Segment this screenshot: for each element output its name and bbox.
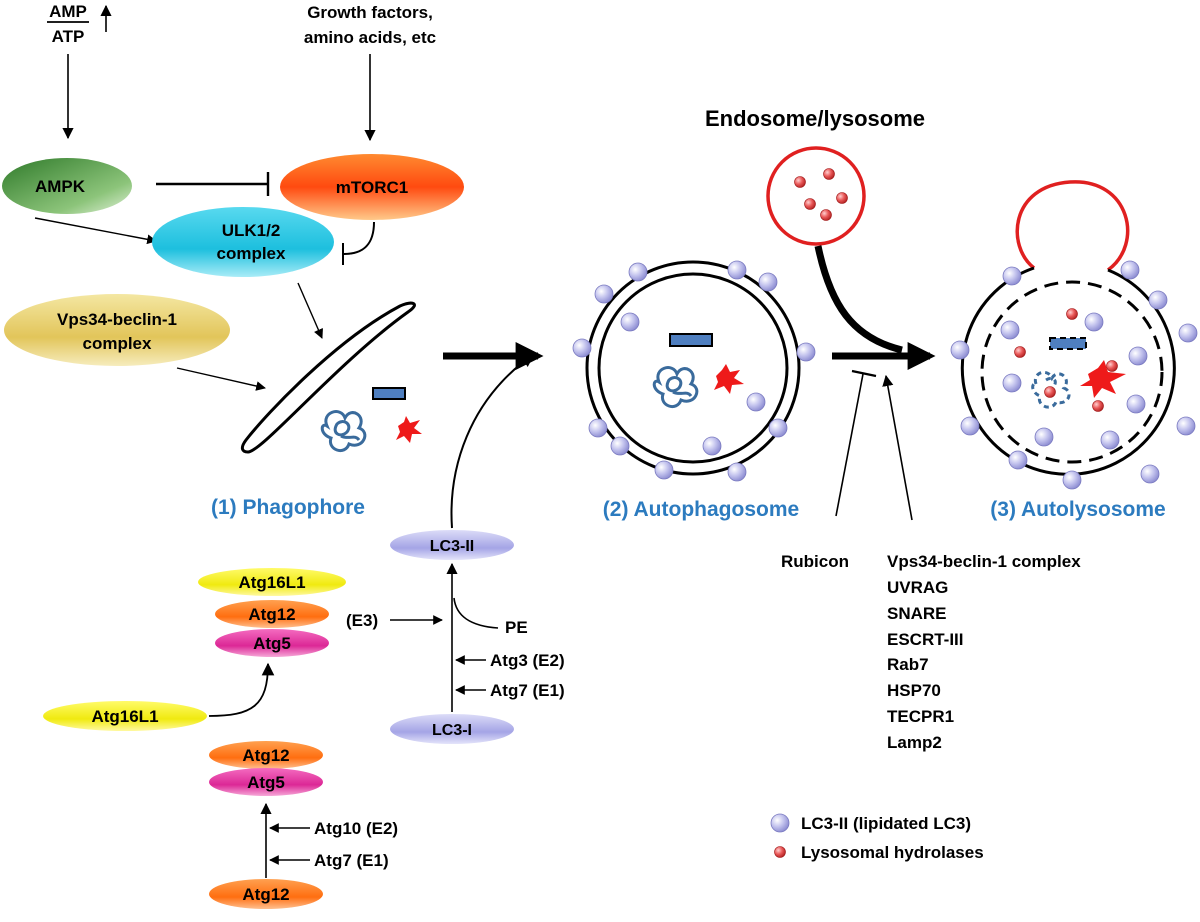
autolysosome-damaged-organelle-icon bbox=[1080, 360, 1126, 398]
autolysosome-stage-label: (3) Autolysosome bbox=[990, 498, 1165, 521]
pe-conjugation-line bbox=[453, 597, 499, 629]
autolysosome-degrading-aggregate-icon bbox=[1031, 370, 1071, 409]
legend-hydrolases-label: Lysosomal hydrolases bbox=[801, 843, 984, 862]
rubicon-inhibition-line bbox=[835, 373, 864, 517]
endosome-lysosome-vesicle bbox=[766, 146, 866, 246]
vps34-to-phagophore-arrow bbox=[176, 367, 266, 391]
mtorc1-node bbox=[280, 154, 464, 220]
atg7-lc3-label: Atg7 (E1) bbox=[490, 681, 565, 700]
legend-lc3-ii-label: LC3-II (lipidated LC3) bbox=[801, 814, 971, 833]
atg16l1-complex-node bbox=[198, 568, 346, 596]
atg3-label: Atg3 (E2) bbox=[490, 651, 565, 670]
promoter-item: ESCRT-III bbox=[887, 630, 964, 649]
promoter-item: Lamp2 bbox=[887, 733, 942, 752]
autolysosome-lc3-beads bbox=[950, 260, 1198, 490]
promoter-item: TECPR1 bbox=[887, 707, 954, 726]
autophagosome-cargo-bar bbox=[669, 333, 713, 347]
ampk-node bbox=[2, 158, 132, 214]
promoter-item: UVRAG bbox=[887, 578, 948, 597]
autolysosome-inner-membrane-degrading bbox=[980, 280, 1164, 464]
growth-factors-label-line1: Growth factors, bbox=[307, 3, 433, 22]
atg12-conjugate-node bbox=[209, 741, 323, 769]
hydrolase-dot-icon bbox=[774, 846, 786, 858]
atg12-complex-node bbox=[215, 600, 329, 628]
atg5-conjugate-label: Atg5 bbox=[247, 773, 285, 792]
atg5-complex-label: Atg5 bbox=[253, 634, 291, 653]
atg16l1-complex-label: Atg16L1 bbox=[238, 573, 305, 592]
atg10-label: Atg10 (E2) bbox=[314, 819, 398, 838]
ulk-label-line2: complex bbox=[217, 244, 287, 263]
atg16l1-free-node bbox=[43, 701, 207, 731]
pe-label: PE bbox=[505, 618, 528, 637]
mtorc1-label: mTORC1 bbox=[336, 178, 408, 197]
lc3-ii-node bbox=[390, 530, 514, 560]
ampk-to-ulk-arrow bbox=[34, 217, 157, 245]
lc3-ii-to-autophagosome-arrow bbox=[450, 353, 536, 529]
promoter-item: HSP70 bbox=[887, 681, 941, 700]
ulk-complex-node bbox=[152, 207, 334, 277]
phagophore-stage-label: (1) Phagophore bbox=[211, 496, 365, 519]
atg7-atg12-label: Atg7 (E1) bbox=[314, 851, 389, 870]
autophagosome-inner-membrane bbox=[597, 272, 789, 464]
lc3-i-node bbox=[390, 714, 514, 744]
lc3-i-label: LC3-I bbox=[432, 722, 472, 739]
e3-label: (E3) bbox=[346, 611, 378, 630]
ulk-to-phagophore-arrow bbox=[297, 282, 323, 339]
amp-label: AMP bbox=[49, 2, 87, 21]
atg12-free-label: Atg12 bbox=[242, 885, 289, 904]
lysosome-fusion-arrow bbox=[814, 245, 903, 354]
autolysosome-lysosome-membrane bbox=[1015, 180, 1130, 272]
phagophore-protein-aggregate-icon bbox=[320, 410, 367, 453]
phagophore-cargo-bar bbox=[372, 387, 406, 400]
atg5-conjugate-node bbox=[209, 768, 323, 796]
vps34-label-line1: Vps34-beclin-1 bbox=[57, 310, 177, 329]
autophagosome-stage-label: (2) Autophagosome bbox=[603, 498, 799, 521]
phagophore-membrane bbox=[240, 301, 416, 454]
rubicon-inhibit-bar bbox=[851, 369, 877, 378]
phagophore-damaged-organelle-icon bbox=[396, 416, 422, 443]
atg12-conjugate-label: Atg12 bbox=[242, 746, 289, 765]
atg16l1-binding-arrow bbox=[208, 662, 275, 717]
promoter-item: SNARE bbox=[887, 604, 947, 623]
ulk-label-line1: ULK1/2 bbox=[222, 221, 281, 240]
lc3-ii-bead-icon bbox=[770, 813, 790, 833]
atg12-complex-label: Atg12 bbox=[248, 605, 295, 624]
ampk-label: AMPK bbox=[35, 177, 86, 196]
promoters-arrow bbox=[882, 374, 913, 521]
endosome-lysosome-label: Endosome/lysosome bbox=[705, 106, 925, 131]
atg16l1-free-label: Atg16L1 bbox=[91, 707, 158, 726]
growth-factors-label-line2: amino acids, etc bbox=[304, 28, 436, 47]
autolysosome-cargo-bar-degrading bbox=[1049, 337, 1087, 350]
atg12-free-node bbox=[209, 879, 323, 909]
mtorc1-inhibits-ulk-line bbox=[343, 221, 375, 255]
autophagosome-damaged-organelle-icon bbox=[714, 364, 744, 394]
vps34-complex-node bbox=[4, 294, 230, 366]
promoter-item: Rab7 bbox=[887, 655, 929, 674]
fusion-promoter-list: Vps34-beclin-1 complex UVRAG SNARE ESCRT… bbox=[887, 552, 1081, 752]
autolysosome-outer-membrane bbox=[960, 266, 1176, 476]
atg5-complex-node bbox=[215, 629, 329, 657]
legend: LC3-II (lipidated LC3) Lysosomal hydrola… bbox=[770, 813, 984, 862]
atp-label: ATP bbox=[52, 27, 85, 46]
lc3-ii-label: LC3-II bbox=[430, 538, 474, 555]
rubicon-label: Rubicon bbox=[781, 552, 849, 571]
promoter-item: Vps34-beclin-1 complex bbox=[887, 552, 1081, 571]
vps34-label-line2: complex bbox=[83, 334, 153, 353]
